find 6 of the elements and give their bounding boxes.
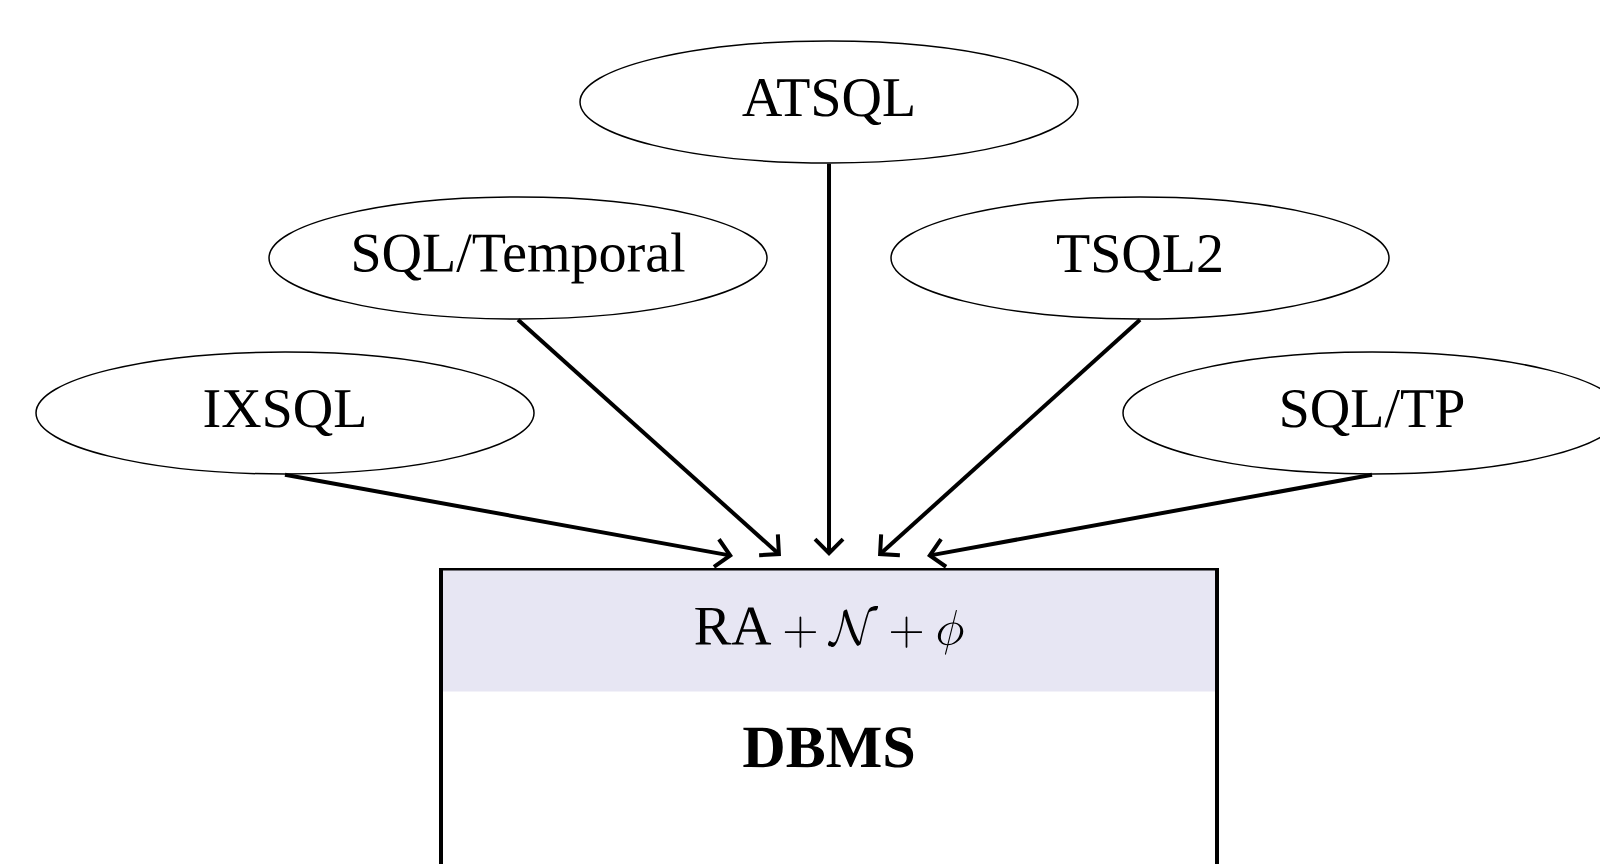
arrow [516, 318, 781, 558]
arrow [813, 163, 845, 556]
arrow [927, 472, 1373, 569]
arrow [284, 472, 733, 569]
arrow [878, 318, 1142, 558]
header-band: $\mathrm{RA}+\mathcal{N}+\phi$ [443, 570, 1215, 692]
